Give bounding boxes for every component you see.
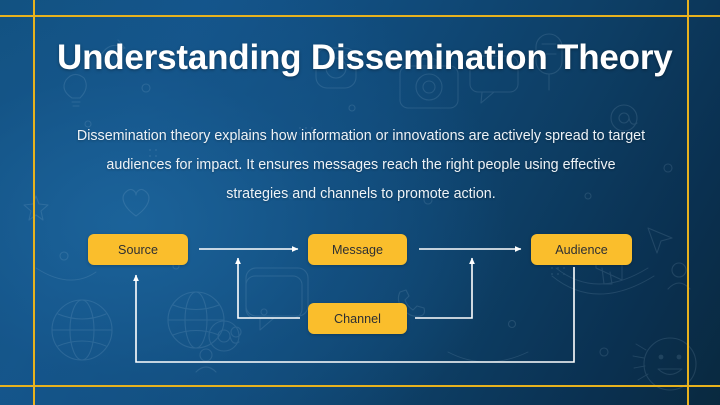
body-paragraph: Dissemination theory explains how inform…: [76, 128, 646, 202]
edge-channel-to-message-audience: [415, 257, 475, 319]
diagram-node-message-label: Message: [331, 242, 384, 257]
diagram-node-source-label: Source: [118, 242, 158, 257]
diagram-node-source[interactable]: Source: [88, 234, 188, 265]
diagram-node-audience[interactable]: Audience: [531, 234, 632, 265]
diagram-node-channel-label: Channel: [334, 311, 381, 326]
page-title: Understanding Dissemination Theory: [57, 38, 673, 77]
diagram-node-message[interactable]: Message: [308, 234, 407, 265]
diagram-node-audience-label: Audience: [555, 242, 608, 257]
diagram-node-channel[interactable]: Channel: [308, 303, 407, 334]
edge-channel-to-source-message: [235, 257, 300, 319]
